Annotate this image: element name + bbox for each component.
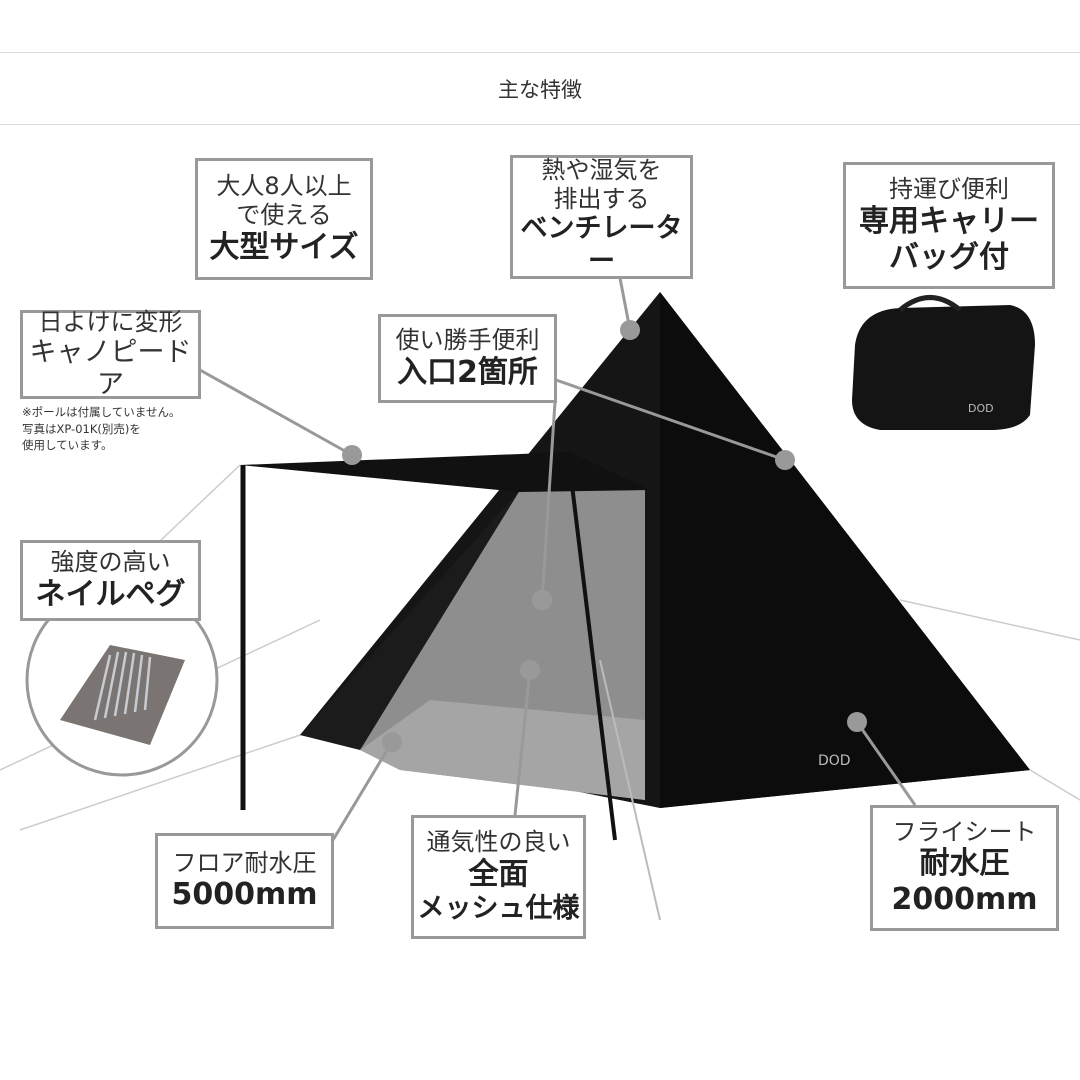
- feature-canopy-door: 日よけに変形 キャノピードア: [20, 307, 201, 400]
- label: で使える: [236, 201, 332, 229]
- canopy: [240, 452, 650, 492]
- page-title: 主な特徴: [498, 78, 582, 102]
- feature-ventilator: 熱や湿気を 排出する ベンチレーター: [510, 155, 693, 279]
- label: 排出する: [553, 184, 650, 213]
- callout-dots: [342, 320, 867, 752]
- feature-nail-peg: 強度の高い ネイルペグ: [20, 540, 201, 621]
- note-line: 写真はXP-01K(別売)を: [22, 421, 141, 436]
- header-top-divider: [0, 52, 1080, 53]
- feature-entrances: 使い勝手便利 入口2箇所: [378, 314, 557, 403]
- label: 大人8人以上: [216, 172, 352, 201]
- label: キャノピードア: [29, 336, 192, 400]
- carry-bag-image: [852, 295, 1035, 430]
- label: 使い勝手便利: [395, 326, 540, 355]
- label: 専用キャリー: [859, 203, 1039, 239]
- label: 強度の高い: [50, 548, 171, 577]
- feature-floor: フロア耐水圧 5000mm: [155, 833, 334, 929]
- feature-carry-bag: 持運び便利 専用キャリー バッグ付: [843, 162, 1055, 289]
- label: ネイルペグ: [35, 576, 186, 612]
- note-line: ※ポールは付属していません。: [22, 405, 181, 419]
- label: 全面: [468, 857, 529, 893]
- label: 通気性の良い: [426, 828, 571, 857]
- label: 熱や湿気を: [541, 155, 662, 184]
- label: フロア耐水圧: [172, 848, 317, 877]
- label: 5000mm: [171, 877, 318, 913]
- label: 持運び便利: [889, 175, 1009, 204]
- feature-size: 大人8人以上 で使える 大型サイズ: [195, 158, 373, 280]
- leader-lines: [199, 277, 917, 841]
- label: バッグ付: [889, 239, 1009, 275]
- header-bottom-divider: [0, 124, 1080, 125]
- svg-text:DOD: DOD: [968, 402, 994, 415]
- pole-note: ※ポールは付属していません。 写真はXP-01K(別売)を 使用しています。: [22, 404, 180, 454]
- label: フライシート: [892, 817, 1037, 846]
- feature-mesh: 通気性の良い 全面 メッシュ仕様: [411, 815, 586, 939]
- label: ベンチレーター: [520, 213, 683, 277]
- label: 日よけに変形: [38, 307, 183, 336]
- label: 大型サイズ: [209, 229, 359, 265]
- svg-text:DOD: DOD: [818, 753, 851, 769]
- label: 入口2箇所: [397, 354, 538, 390]
- feature-flysheet: フライシート 耐水圧 2000mm: [870, 805, 1059, 931]
- note-line: 使用しています。: [22, 438, 113, 453]
- nail-peg-image: [25, 583, 219, 777]
- label: 耐水圧: [919, 846, 1010, 882]
- label: 2000mm: [891, 882, 1038, 918]
- label: メッシュ仕様: [417, 893, 580, 925]
